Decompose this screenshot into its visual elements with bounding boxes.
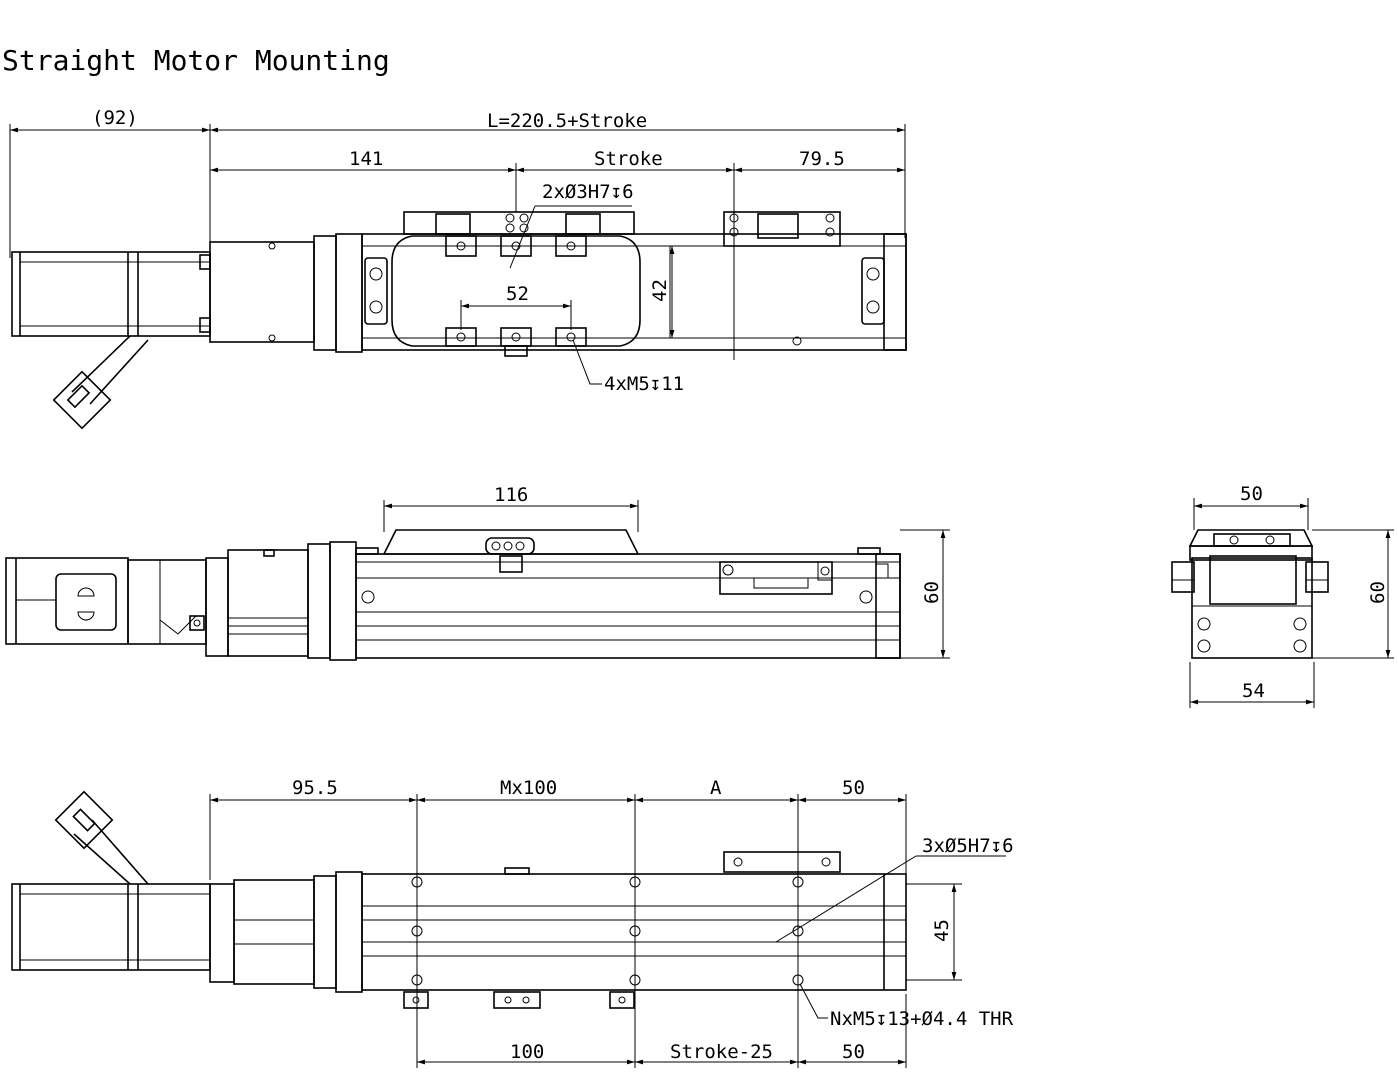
end-view: 50 60 54: [1171, 483, 1394, 708]
sensor-bracket-right: [723, 211, 841, 247]
label-total-length: L=220.5+Stroke: [487, 110, 647, 132]
end-body: [1191, 557, 1313, 659]
end-carriage: [1188, 529, 1314, 547]
bottom-rail-body: [361, 873, 907, 991]
label-95-5: 95.5: [292, 777, 338, 799]
leader-tapped-holes: [572, 339, 602, 385]
label-end-54: 54: [1242, 680, 1265, 702]
page-title: Straight Motor Mounting: [2, 44, 390, 77]
bottom-cable-connector: [54, 790, 114, 850]
bottom-coupling: [233, 879, 315, 985]
coupling-housing: [209, 241, 315, 343]
side-motor-adapter: [127, 559, 207, 645]
label-141: 141: [349, 148, 383, 170]
label-mx100: Mx100: [500, 777, 557, 799]
label-52: 52: [506, 283, 529, 305]
bottom-hole: [629, 925, 641, 937]
bottom-hole: [411, 925, 423, 937]
bottom-hole: [411, 974, 423, 986]
bottom-hole: [792, 876, 804, 888]
label-a: A: [710, 777, 722, 799]
side-carriage: [382, 529, 640, 555]
bottom-hole: [629, 876, 641, 888]
bottom-motor-body: [11, 883, 211, 971]
leader-thru-holes: [799, 983, 828, 1019]
bottom-hole: [792, 974, 804, 986]
label-42: 42: [649, 279, 671, 302]
label-bottom-50-top: 50: [842, 777, 865, 799]
label-end-50: 50: [1240, 483, 1263, 505]
end-cap-left: [335, 233, 363, 353]
side-motor-body: [5, 557, 129, 645]
cable-connector: [52, 370, 112, 430]
carriage-hole-6: [555, 327, 587, 347]
bottom-motor-cable: [73, 819, 149, 885]
label-stroke: Stroke: [594, 148, 663, 170]
label-tapped-holes: 4xM5↧11: [604, 373, 684, 395]
carriage-hole-4: [445, 327, 477, 347]
bottom-hole: [411, 876, 423, 888]
label-pin-holes: 2xØ3H7↧6: [542, 181, 634, 203]
sensor-bracket-left: [403, 211, 635, 235]
motor-flange: [313, 235, 337, 351]
side-view: 116: [5, 484, 950, 661]
label-79-5: 79.5: [799, 148, 845, 170]
label-side-60: 60: [921, 581, 943, 604]
label-bottom-pin-holes: 3xØ5H7↧6: [922, 835, 1014, 857]
label-motor-length: (92): [92, 107, 138, 129]
carriage-hole-1: [445, 235, 477, 257]
bottom-view: 95.5 Mx100 A 50: [11, 777, 1014, 1068]
carriage: [391, 235, 641, 347]
side-coupling: [227, 549, 309, 657]
label-bottom-50: 50: [842, 1041, 865, 1063]
label-thru-holes: NxM5↧13+Ø4.4 THR: [830, 1008, 1014, 1030]
label-100: 100: [510, 1041, 544, 1063]
top-view: (92) L=220.5+Stroke 141 Stroke 79.5: [9, 107, 907, 430]
motor-body: [11, 251, 211, 337]
label-116: 116: [494, 484, 528, 506]
label-stroke-25: Stroke-25: [670, 1041, 773, 1063]
label-45: 45: [931, 919, 953, 942]
motor-cable: [71, 335, 149, 405]
rail-body: [361, 233, 907, 351]
carriage-hole-5: [500, 327, 532, 347]
bottom-hole: [629, 974, 641, 986]
label-end-60: 60: [1367, 581, 1389, 604]
bottom-sensor-top: [723, 851, 841, 873]
carriage-hole-2: [500, 235, 532, 257]
carriage-hole-3: [555, 235, 587, 257]
